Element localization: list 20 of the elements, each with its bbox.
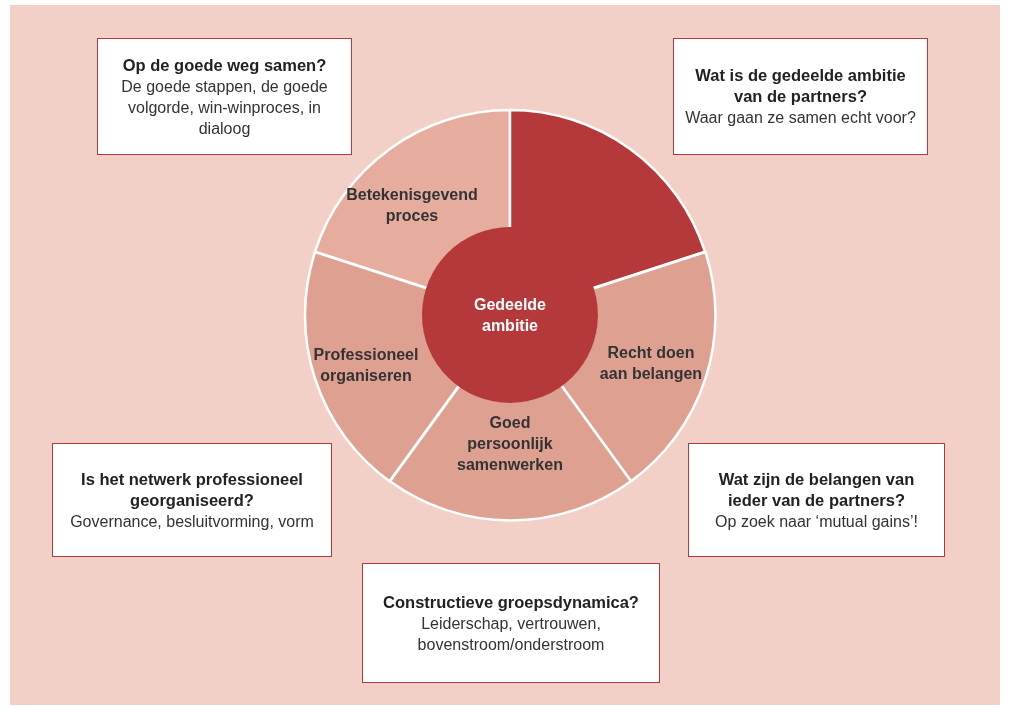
question-heading: Wat is de gedeelde ambitie van de partners? bbox=[694, 65, 907, 107]
question-box bbox=[97, 38, 352, 155]
segment-label: Professioneel organiseren bbox=[312, 345, 420, 386]
question-box bbox=[673, 38, 928, 155]
segment-label: Goed persoonlijk samenwerken bbox=[456, 412, 564, 475]
question-text: De goede stappen, de goede volgorde, win-winproces, in dialoog bbox=[120, 76, 329, 139]
center-label: Gedeelde ambitie bbox=[473, 295, 547, 336]
segment-label: Recht doen aan belangen bbox=[598, 343, 704, 384]
question-box bbox=[52, 443, 332, 557]
question-heading: Is het netwerk professioneel georganiseerd? bbox=[80, 468, 304, 511]
question-heading: Wat zijn de belangen van ieder van de partners? bbox=[717, 468, 916, 511]
question-box bbox=[688, 443, 945, 557]
question-heading: Op de goede weg samen? bbox=[122, 54, 327, 76]
question-text: Waar gaan ze samen echt voor? bbox=[685, 108, 916, 128]
question-box bbox=[362, 563, 660, 683]
question-heading: Constructieve groepsdynamica? bbox=[383, 591, 639, 613]
question-text: Governance, besluitvorming, vorm bbox=[70, 511, 314, 532]
question-text: Op zoek naar ‘mutual gains’! bbox=[715, 511, 918, 532]
question-text: Leiderschap, vertrouwen, bovenstroom/onderstroom bbox=[416, 613, 606, 655]
segment-label: Betekenisgevend proces bbox=[345, 185, 479, 226]
